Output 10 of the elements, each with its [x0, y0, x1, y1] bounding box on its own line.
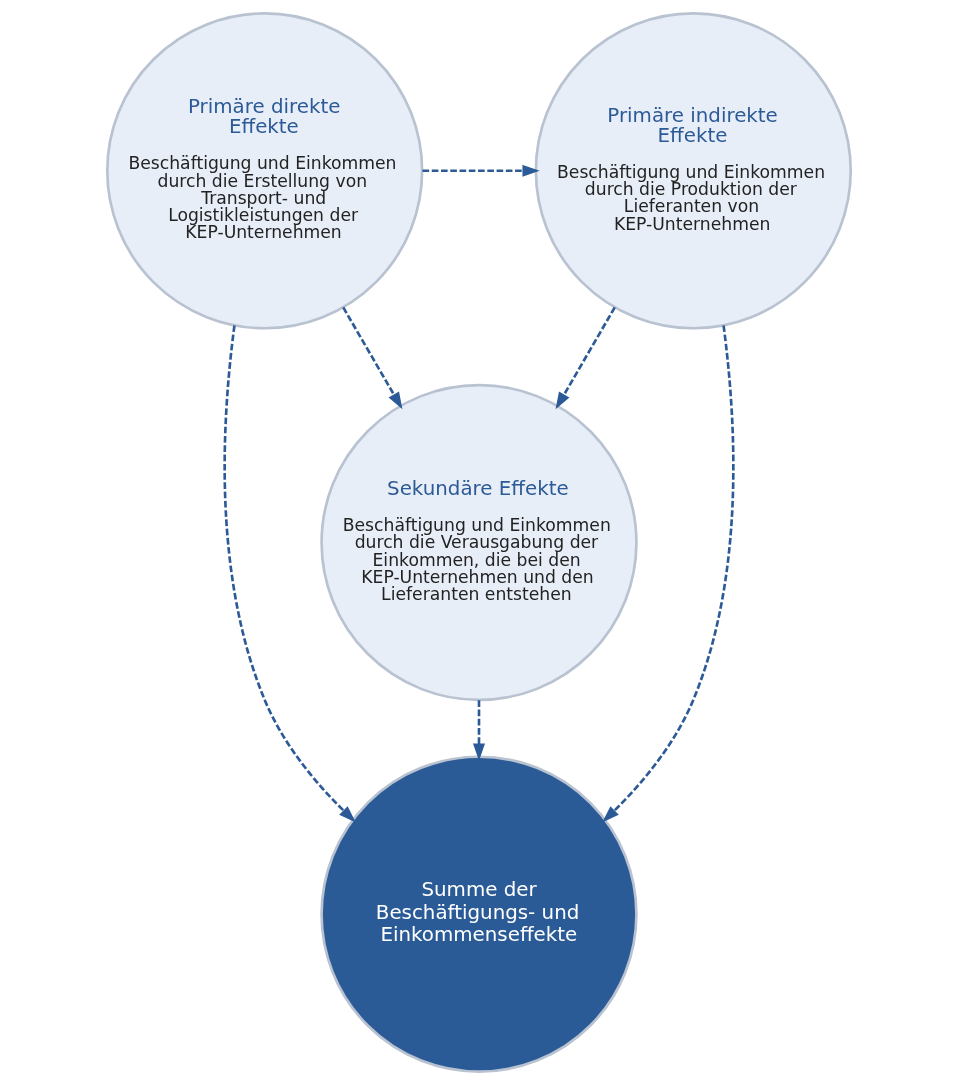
- arrow: [341, 306, 402, 410]
- node-circle: Sekundäre Effekte Beschäftigung und Einkommen durch die Verausgabung der Einkommen, die bei den KEP-Unternehmen und den Lieferanten entstehen: [319, 383, 638, 702]
- node-circle: Summe der Beschäftigungs- und Einkommenseffekte: [319, 755, 638, 1073]
- node-circle: Primäre indirekte Effekte Beschäftigung und Einkommen durch die Produktion der Lieferanten von KEP-Unternehmen: [534, 12, 852, 330]
- arrow: [222, 325, 356, 823]
- arrow: [422, 164, 540, 177]
- arrow: [555, 306, 616, 410]
- arrow: [601, 325, 735, 823]
- node-circle: Primäre direkte Effekte Beschäftigung und Einkommen durch die Erstellung von Transport- und Logistikleistungen der KEP-Unternehmen: [105, 12, 423, 330]
- arrow: [472, 700, 485, 761]
